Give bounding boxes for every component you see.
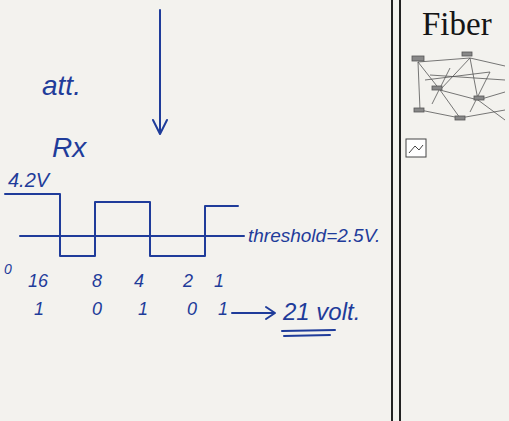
threshold-note: threshold=2.5V. (248, 226, 380, 245)
slide-border (391, 0, 393, 421)
voltage-level: 4.2V (8, 170, 49, 190)
signal-name: Rx (52, 134, 86, 162)
arrow-head (266, 307, 275, 319)
image-icon (406, 139, 426, 157)
place-value: 8 (92, 272, 102, 290)
slide-border (399, 0, 401, 421)
underline (282, 330, 335, 331)
bit-value: 1 (218, 300, 228, 318)
threshold-line (20, 235, 244, 237)
square-wave (5, 194, 238, 256)
place-value: 16 (28, 272, 48, 290)
bit-value: 0 (187, 300, 197, 318)
place-value: 0 (4, 262, 12, 276)
place-value: 2 (183, 272, 193, 290)
attenuation-arrow (159, 10, 161, 132)
place-value: 1 (214, 272, 224, 290)
underline (284, 335, 330, 336)
bit-value: 1 (34, 300, 44, 318)
result-arrow (232, 312, 274, 314)
note-text: att. (42, 72, 81, 100)
network-map (412, 52, 505, 120)
bit-value: 1 (138, 300, 148, 318)
bit-value: 0 (92, 300, 102, 318)
arrow-head (153, 120, 167, 134)
result-value: 21 volt. (283, 300, 360, 324)
slide-title: Fiber (422, 8, 492, 41)
place-value: 4 (134, 272, 144, 290)
